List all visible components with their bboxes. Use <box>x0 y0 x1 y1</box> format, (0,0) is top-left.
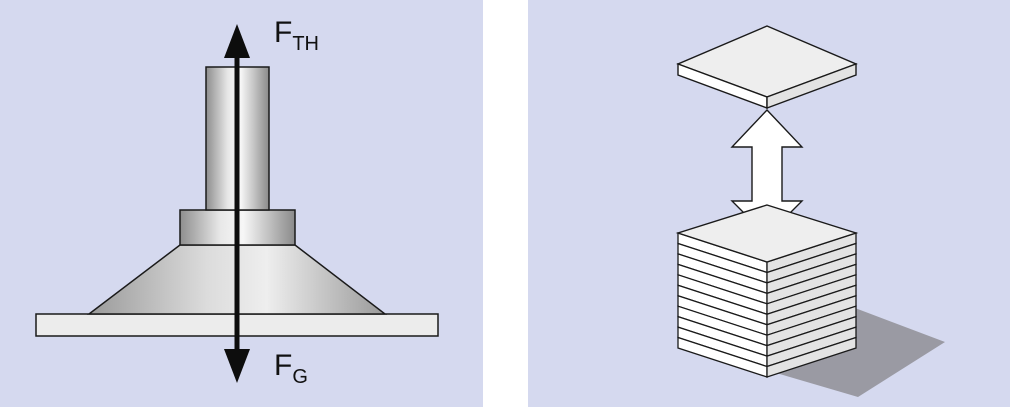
lifted-sheet <box>676 25 858 110</box>
stack-layers <box>677 232 857 378</box>
label-thrust-force-sub: TH <box>292 33 319 55</box>
stack-top-face <box>675 204 859 263</box>
force-arrow-head-down <box>224 349 250 383</box>
lifted-sheet-right-edge <box>766 62 857 110</box>
label-gravity-force-main: F <box>274 349 292 382</box>
label-thrust-force: FTH <box>274 16 319 55</box>
label-gravity-force: FG <box>274 349 308 388</box>
label-thrust-force-main: F <box>274 16 292 49</box>
suction-cup-diagram: FTH FG <box>35 16 439 388</box>
stack-sheet-right-edge <box>766 336 857 378</box>
force-arrow-head-up <box>224 24 250 58</box>
label-gravity-force-sub: G <box>292 366 308 388</box>
sheet-stack-diagram <box>675 25 945 397</box>
